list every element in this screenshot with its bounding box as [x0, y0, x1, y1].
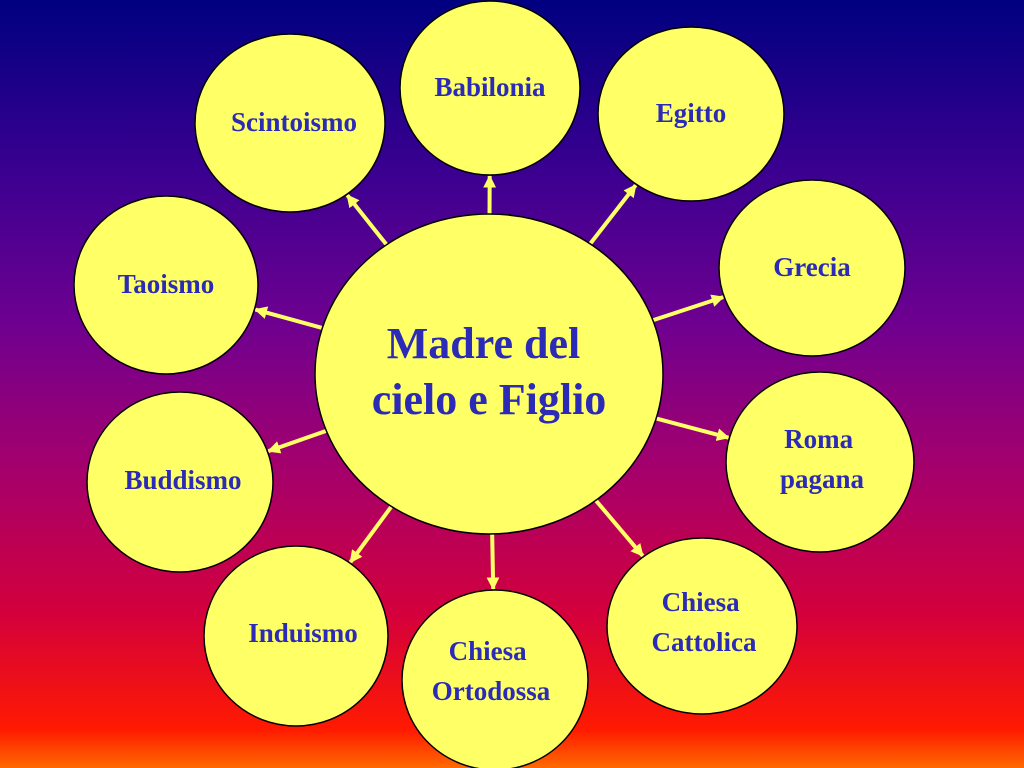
node-taoismo: Taoismo: [73, 195, 259, 375]
node-roma-pagana: Roma pagana: [725, 371, 915, 553]
svg-text:Scintoismo: Scintoismo: [231, 107, 357, 137]
arrow-to-scintoismo: [345, 193, 391, 250]
arrow-to-buddismo: [267, 427, 331, 454]
svg-text:Chiesa Cattolica: Chiesa Cattolica: [652, 587, 757, 657]
svg-text:Roma pagana: Roma pagana: [780, 424, 865, 494]
svg-text:Grecia: Grecia: [773, 252, 851, 282]
node-induismo: Induismo: [203, 545, 389, 727]
svg-text:Taoismo: Taoismo: [118, 269, 215, 299]
node-buddismo: Buddismo: [86, 391, 274, 573]
arrow-to-taoismo: [254, 306, 327, 332]
svg-text:Chiesa Ortodossa: Chiesa Ortodossa: [432, 636, 551, 706]
arrow-to-roma-pagana: [651, 415, 730, 441]
node-label-line: Chiesa: [662, 587, 741, 617]
node-label-line: Egitto: [656, 98, 727, 128]
center-label-line: Madre del: [387, 319, 581, 368]
arrows-group: [254, 174, 730, 591]
node-chiesa-cattolica: Chiesa Cattolica: [606, 537, 798, 715]
node-label-line: Ortodossa: [432, 676, 551, 706]
center-label-line: cielo e Figlio: [372, 375, 607, 424]
arrow-to-chiesa-ortodossa: [486, 529, 500, 591]
node-label-line: Cattolica: [652, 627, 757, 657]
arrow-to-induismo: [348, 502, 396, 564]
arrow-to-chiesa-cattolica: [591, 496, 645, 558]
center-node: Madre del cielo e Figlio: [314, 213, 664, 535]
node-babilonia: Babilonia: [399, 0, 581, 176]
node-label-line: Scintoismo: [231, 107, 357, 137]
svg-text:Induismo: Induismo: [248, 618, 358, 648]
arrow-to-grecia: [648, 294, 725, 324]
node-label-line: pagana: [780, 464, 865, 494]
node-egitto: Egitto: [597, 26, 785, 202]
node-label-line: Babilonia: [434, 72, 546, 102]
node-label-line: Induismo: [248, 618, 358, 648]
arrow-to-egitto: [586, 183, 638, 249]
node-label-line: Grecia: [773, 252, 851, 282]
svg-text:Babilonia: Babilonia: [434, 72, 546, 102]
node-label-line: Chiesa: [449, 636, 528, 666]
svg-text:Madre del cielo e Figl: Madre del cielo e Figlio: [372, 319, 607, 424]
node-label-line: Roma: [784, 424, 853, 454]
svg-text:Buddismo: Buddismo: [124, 465, 241, 495]
node-chiesa-ortodossa: Chiesa Ortodossa: [401, 589, 589, 768]
node-grecia: Grecia: [718, 179, 906, 357]
node-scintoismo: Scintoismo: [194, 33, 386, 213]
node-label-line: Buddismo: [124, 465, 241, 495]
node-label-line: Taoismo: [118, 269, 215, 299]
svg-text:Egitto: Egitto: [656, 98, 727, 128]
